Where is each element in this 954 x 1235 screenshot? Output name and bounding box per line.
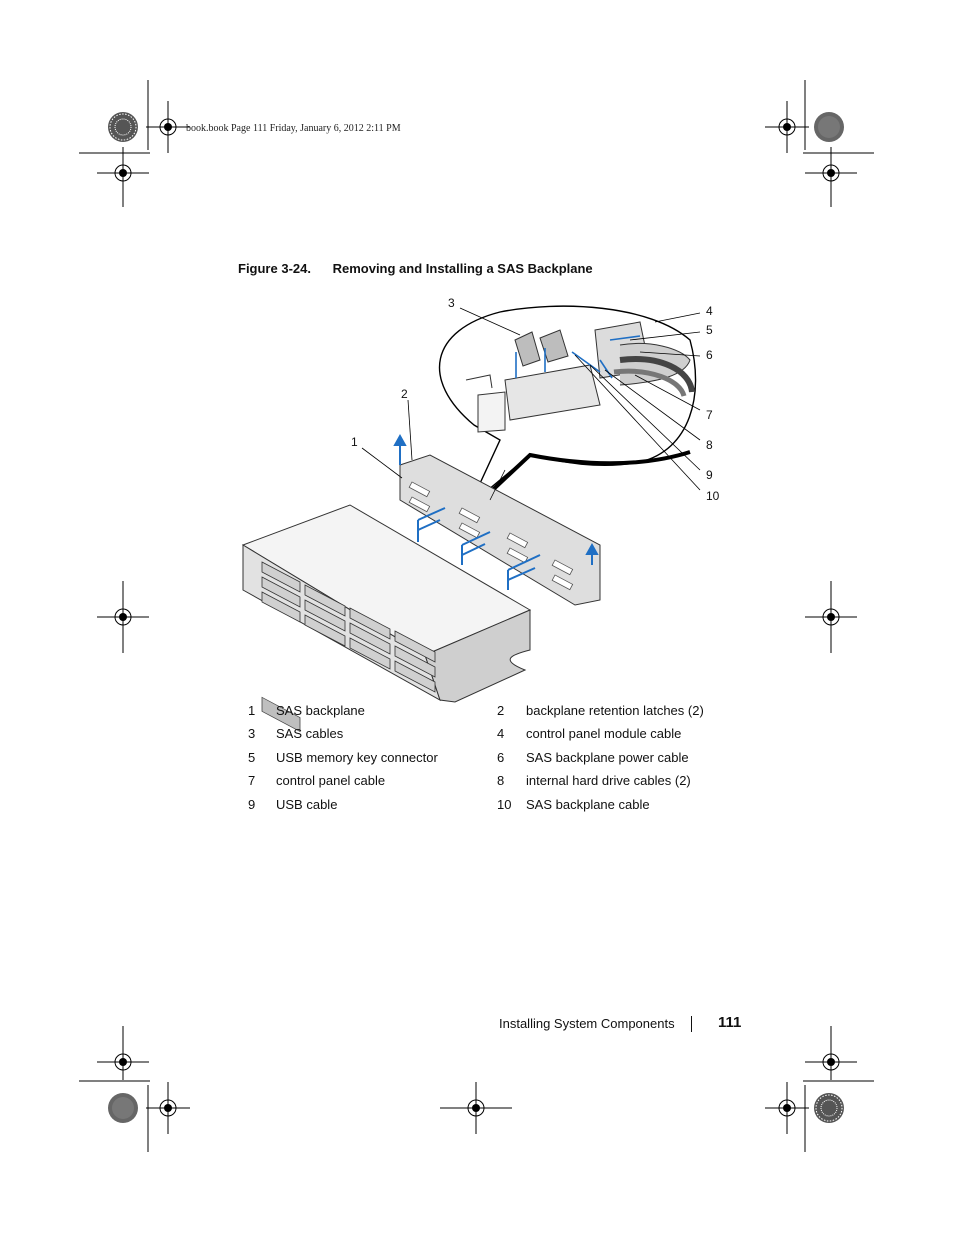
figure-caption: Figure 3-24. Removing and Installing a S… — [238, 261, 593, 276]
figure-legend: 1 SAS backplane 2 backplane retention la… — [240, 700, 760, 817]
legend-number: 9 — [248, 796, 256, 812]
crosshair-icon — [805, 147, 857, 207]
page-number: 111 — [718, 1014, 742, 1031]
legend-number: 3 — [248, 726, 256, 742]
legend-row: 5 USB memory key connector 6 SAS backpla… — [240, 747, 760, 770]
callout-9: 9 — [706, 468, 713, 482]
legend-row: 3 SAS cables 4 control panel module cabl… — [240, 723, 760, 746]
legend-number: 4 — [497, 726, 505, 742]
drive-bays — [261, 561, 436, 693]
callout-4: 4 — [706, 304, 713, 318]
callout-2: 2 — [401, 387, 408, 401]
callout-5: 5 — [706, 323, 713, 337]
legend-label: USB cable — [276, 796, 338, 812]
legend-row: 7 control panel cable 8 internal hard dr… — [240, 770, 760, 793]
crosshair-icon — [97, 581, 149, 653]
callout-7: 7 — [706, 408, 713, 422]
legend-row: 1 SAS backplane 2 backplane retention la… — [240, 700, 760, 723]
backplane-board — [399, 454, 601, 606]
callout-3: 3 — [448, 296, 455, 310]
print-header-stamp: book.book Page 111 Friday, January 6, 20… — [186, 123, 401, 134]
crosshair-icon — [805, 1026, 857, 1080]
legend-number: 8 — [497, 773, 505, 789]
removal-arrows — [393, 433, 599, 590]
callout-6: 6 — [706, 348, 713, 362]
starburst-mark-icon — [108, 1093, 138, 1123]
legend-label: USB memory key connector — [276, 749, 438, 765]
legend-number: 10 — [497, 796, 512, 812]
legend-number: 6 — [497, 749, 505, 765]
starburst-mark-icon — [814, 112, 844, 142]
footer-section-title: Installing System Components — [499, 1016, 675, 1031]
legend-number: 2 — [497, 703, 505, 718]
legend-label: control panel cable — [276, 773, 386, 789]
legend-label: SAS backplane cable — [526, 796, 650, 812]
legend-label: control panel module cable — [526, 726, 682, 742]
crosshair-icon — [97, 147, 149, 207]
callout-leaders — [361, 307, 701, 501]
starburst-mark-icon — [814, 1093, 844, 1123]
starburst-mark-icon — [108, 112, 138, 142]
legend-number: 7 — [248, 773, 256, 789]
legend-row: 9 USB cable 10 SAS backplane cable — [240, 794, 760, 817]
legend-label: internal hard drive cables (2) — [526, 773, 691, 789]
legend-label: SAS cables — [276, 726, 344, 742]
footer-divider — [691, 1016, 692, 1032]
callout-8: 8 — [706, 438, 713, 452]
crosshair-icon — [146, 1082, 190, 1134]
crosshair-icon — [146, 101, 190, 153]
crosshair-icon — [97, 1026, 149, 1080]
crosshair-icon — [765, 1082, 809, 1134]
figure-label: Figure 3-24. — [238, 261, 311, 276]
legend-label: SAS backplane — [276, 703, 365, 718]
legend-label: backplane retention latches (2) — [526, 703, 704, 718]
figure-title: Removing and Installing a SAS Backplane — [332, 261, 593, 276]
crosshair-icon — [440, 1082, 512, 1134]
crosshair-icon — [805, 581, 857, 653]
callout-10: 10 — [706, 489, 720, 503]
legend-label: SAS backplane power cable — [526, 749, 689, 765]
bubble-arrows — [515, 335, 641, 379]
legend-number: 5 — [248, 749, 256, 765]
callout-1: 1 — [351, 435, 358, 449]
crosshair-icon — [765, 101, 809, 153]
legend-number: 1 — [248, 703, 256, 718]
